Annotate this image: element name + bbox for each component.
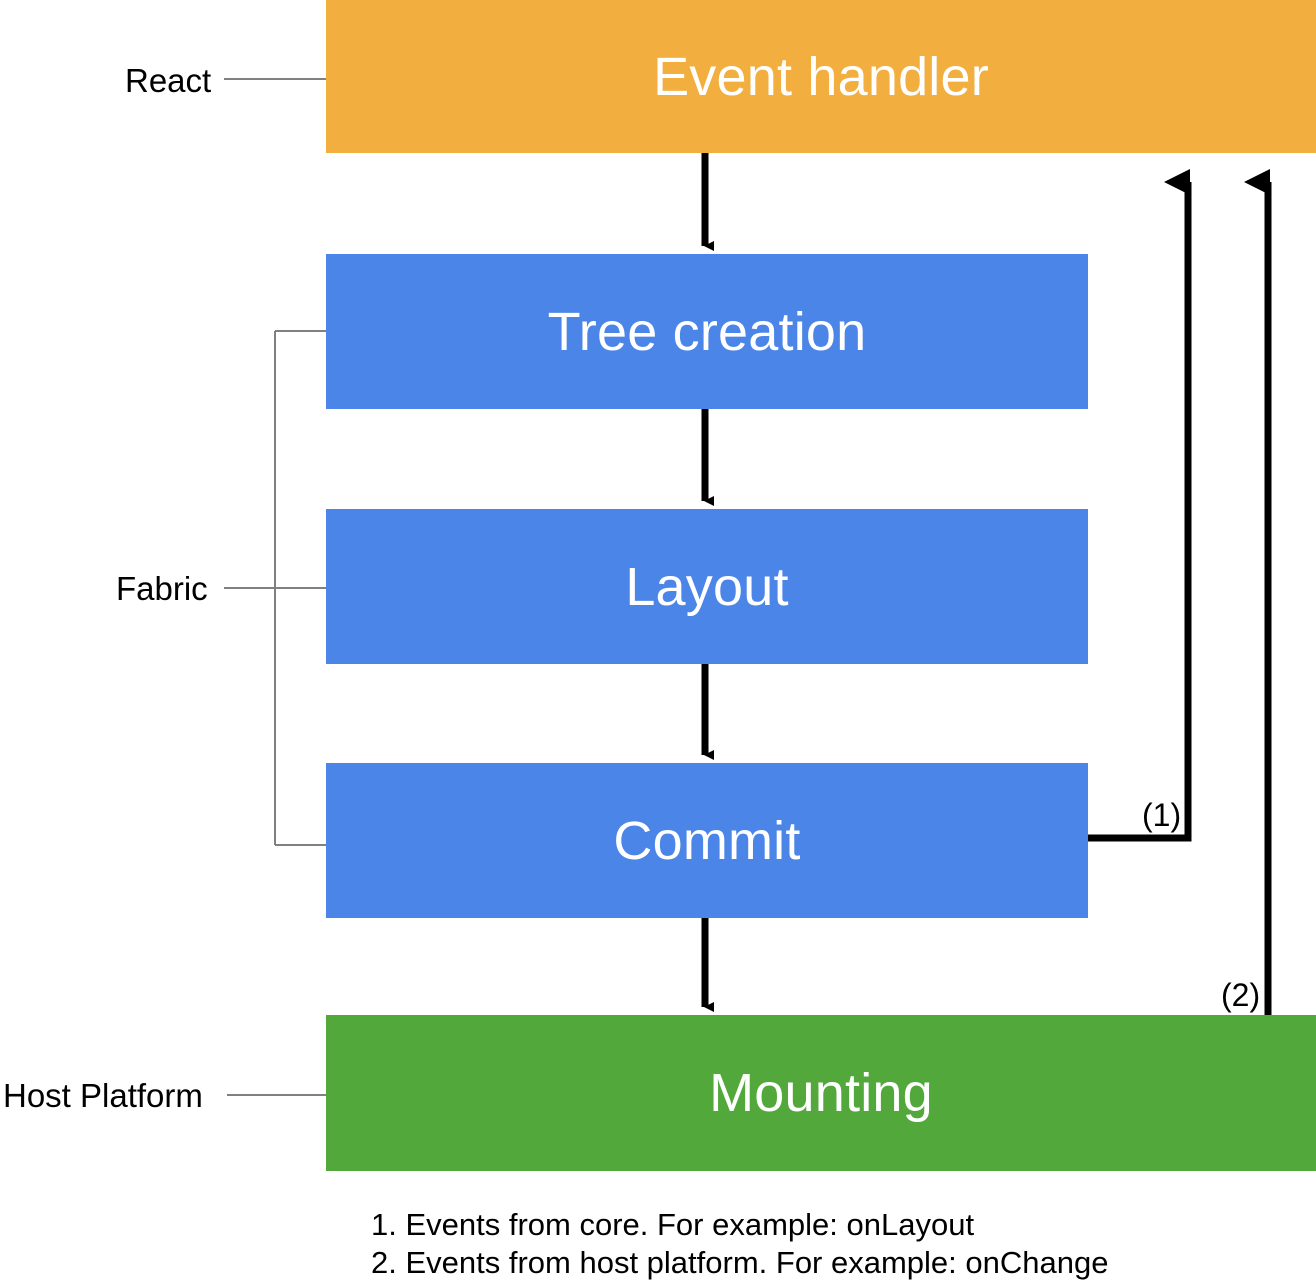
box-mounting[interactable]: Mounting <box>326 1015 1316 1171</box>
feedback-marker-1: (1) <box>1142 797 1182 833</box>
layer-label-react: React <box>125 62 212 99</box>
layer-label-fabric: Fabric <box>116 570 208 607</box>
feedback-marker-2: (2) <box>1221 977 1261 1013</box>
box-commit[interactable]: Commit <box>326 763 1088 918</box>
box-event-handler-label: Event handler <box>653 46 989 107</box>
box-commit-label: Commit <box>613 810 801 871</box>
footnote-1: 1. Events from core. For example: onLayo… <box>371 1207 975 1242</box>
footnote-2: 2. Events from host platform. For exampl… <box>371 1244 1109 1280</box>
box-layout-label: Layout <box>625 556 789 617</box>
layer-label-host-platform: Host Platform <box>3 1077 203 1114</box>
feedback-arrow-1 <box>1088 169 1192 842</box>
box-tree-creation[interactable]: Tree creation <box>326 254 1088 409</box>
footnotes: 1. Events from core. For example: onLayo… <box>371 1206 1108 1282</box>
box-tree-creation-label: Tree creation <box>547 301 867 362</box>
box-event-handler[interactable]: Event handler <box>326 0 1316 153</box>
box-mounting-label: Mounting <box>709 1063 933 1123</box>
fabric-bracket <box>224 330 326 846</box>
box-layout[interactable]: Layout <box>326 509 1088 664</box>
